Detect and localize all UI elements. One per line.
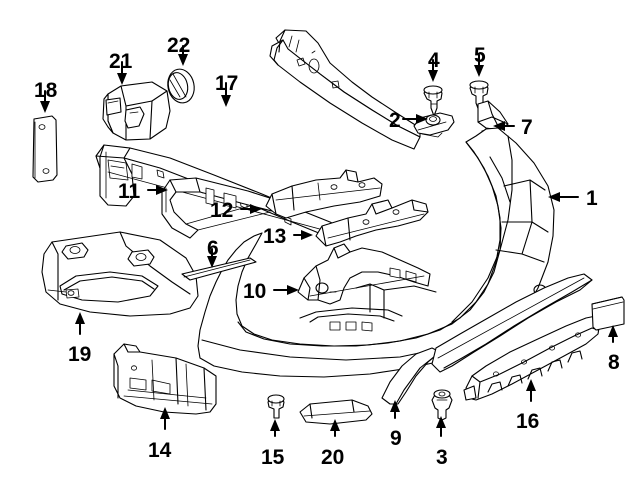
part-10-side-mounting-bracket <box>297 243 431 305</box>
part-21-parking-sensor <box>102 81 171 141</box>
callout-label-14[interactable]: 14 <box>148 439 172 462</box>
lower-valance-bar <box>431 273 593 373</box>
callout-label-2[interactable]: 2 <box>389 109 401 132</box>
callout-label-10[interactable]: 10 <box>243 280 267 303</box>
callout-label-7[interactable]: 7 <box>521 116 533 139</box>
callout-label-19[interactable]: 19 <box>68 343 92 366</box>
part-13-lower-reinforcement-panel <box>315 199 429 247</box>
part-12-upper-reinforcement-panel <box>265 169 383 219</box>
callout-label-16[interactable]: 16 <box>516 410 540 433</box>
callout-label-20[interactable]: 20 <box>321 446 345 469</box>
part-4-expansion-rivet <box>423 85 443 117</box>
callout-label-13[interactable]: 13 <box>263 225 287 248</box>
callout-label-5[interactable]: 5 <box>474 44 486 67</box>
callout-label-21[interactable]: 21 <box>109 50 133 73</box>
callout-label-11[interactable]: 11 <box>118 180 141 203</box>
callout-label-15[interactable]: 15 <box>261 446 285 469</box>
part-3-push-pin-fastener <box>431 389 453 421</box>
callout-label-4[interactable]: 4 <box>428 49 440 72</box>
callout-label-3[interactable]: 3 <box>436 446 448 469</box>
part-14-side-support-bracket <box>113 343 217 415</box>
callout-label-1[interactable]: 1 <box>586 187 598 210</box>
callout-label-9[interactable]: 9 <box>390 427 402 450</box>
part-6-trim-strip <box>181 257 257 281</box>
callout-label-18[interactable]: 18 <box>34 79 58 102</box>
part-5-expansion-rivet-small <box>469 80 489 112</box>
part-2-clip-nut <box>413 112 455 138</box>
part-18-mounting-plate-bracket <box>32 115 58 183</box>
callout-label-8[interactable]: 8 <box>608 351 620 374</box>
callout-label-12[interactable]: 12 <box>210 199 234 222</box>
part-20-reflector-trim-molding <box>299 399 373 425</box>
callout-label-6[interactable]: 6 <box>207 237 219 260</box>
part-16-energy-absorber <box>463 315 601 401</box>
part-11-impact-beam-bracket <box>161 177 277 239</box>
part-22-sensor-ring <box>167 68 195 104</box>
callout-label-17[interactable]: 17 <box>215 72 239 95</box>
part-15-push-pin-fastener <box>267 394 285 419</box>
part-8-pad-insulator <box>591 296 625 331</box>
part-19-exhaust-trim-panel <box>41 231 199 317</box>
callout-label-22[interactable]: 22 <box>167 34 191 57</box>
